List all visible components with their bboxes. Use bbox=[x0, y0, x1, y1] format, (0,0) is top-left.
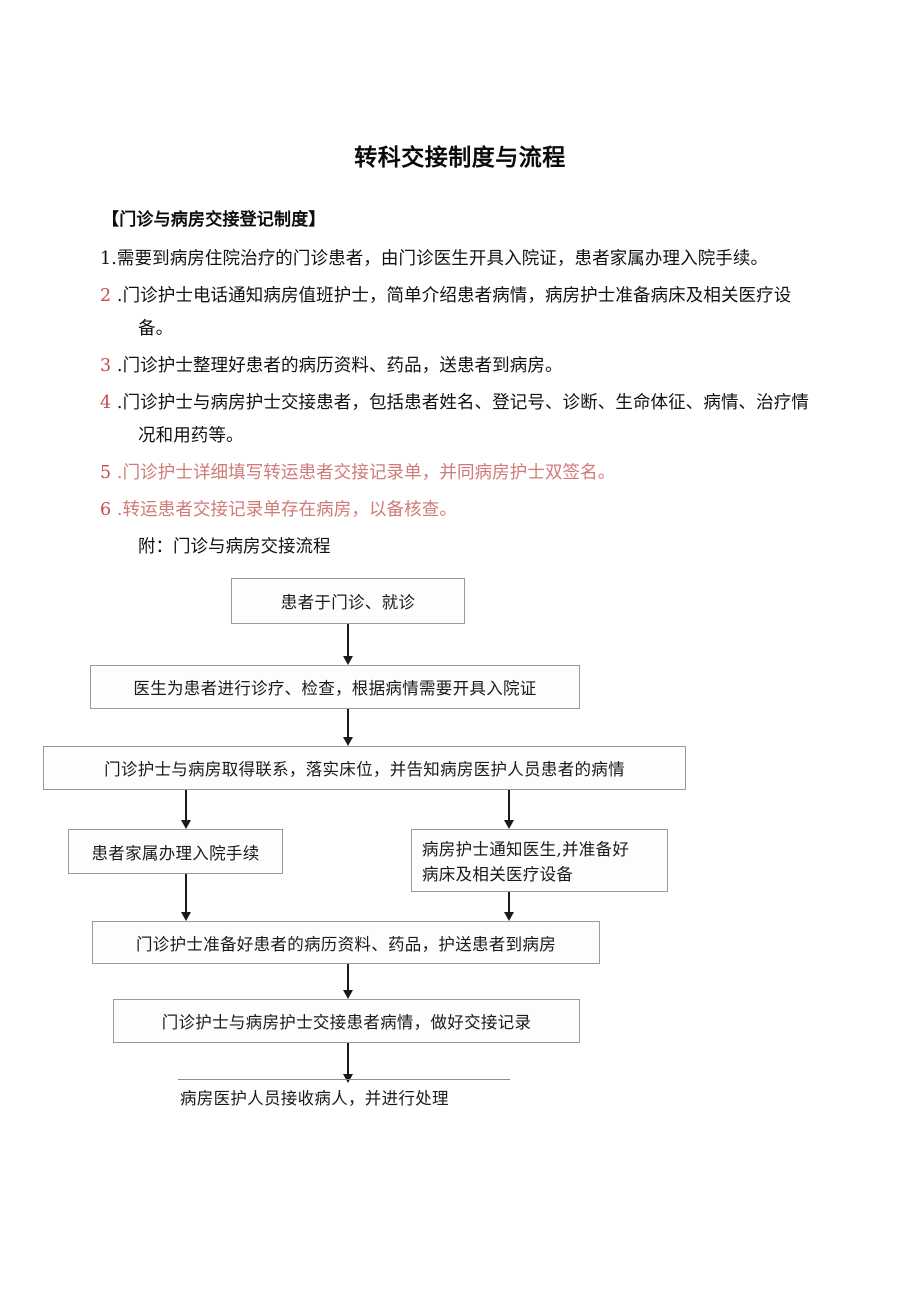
list-item-separator: . bbox=[111, 286, 123, 306]
flow-final-divider bbox=[178, 1079, 510, 1081]
list-item-text: 门诊护士详细填写转运患者交接记录单，并同病房护士双签名。 bbox=[122, 463, 616, 483]
flow-connector-1 bbox=[347, 624, 349, 659]
flow-arrowhead-4 bbox=[180, 912, 191, 921]
page-title: 转科交接制度与流程 bbox=[354, 145, 566, 171]
list-item-separator: . bbox=[111, 393, 123, 413]
flow-arrowhead-2 bbox=[342, 737, 353, 746]
flow-connector-3-right bbox=[508, 790, 510, 823]
flow-node-ward-nurse-prepare-line1: 病房护士通知医生,并准备好 bbox=[422, 840, 630, 859]
list-item-marker: 5 bbox=[100, 463, 112, 483]
flow-connector-7 bbox=[347, 1043, 349, 1077]
flow-node-ward-receive-patient: 病房医护人员接收病人，并进行处理 bbox=[180, 1089, 449, 1108]
list-item: 5 .门诊护士详细填写转运患者交接记录单，并同病房护士双签名。 bbox=[100, 457, 820, 490]
flow-arrowhead-6 bbox=[342, 990, 353, 999]
flow-node-patient-visit: 患者于门诊、就诊 bbox=[231, 578, 465, 624]
flow-connector-4 bbox=[185, 874, 187, 915]
appendix-label: 附：门诊与病房交接流程 bbox=[138, 537, 331, 557]
list-item-text: 门诊护士与病房护士交接患者，包括患者姓名、登记号、诊断、生命体征、病情、治疗情况… bbox=[122, 393, 809, 446]
flow-node-ward-nurse-prepare: 病房护士通知医生,并准备好 病床及相关医疗设备 bbox=[411, 829, 668, 892]
flowchart: 患者于门诊、就诊 医生为患者进行诊疗、检查，根据病情需要开具入院证 门诊护士与病… bbox=[43, 574, 820, 1108]
list-item-text: 门诊护士整理好患者的病历资料、药品，送患者到病房。 bbox=[122, 356, 563, 376]
list-item: 1.需要到病房住院治疗的门诊患者，由门诊医生开具入院证，患者家属办理入院手续。 bbox=[100, 243, 820, 276]
list-item: 2 .门诊护士电话通知病房值班护士，简单介绍患者病情，病房护士准备病床及相关医疗… bbox=[100, 280, 820, 346]
flow-connector-5 bbox=[508, 892, 510, 915]
flow-connector-3-left bbox=[185, 790, 187, 823]
list-item-text: 门诊护士电话通知病房值班护士，简单介绍患者病情，病房护士准备病床及相关医疗设备。 bbox=[122, 286, 792, 339]
list-item-marker: 4 bbox=[100, 393, 112, 413]
list-item: 6 .转运患者交接记录单存在病房，以备核查。 bbox=[100, 494, 820, 527]
flow-arrowhead-3-right bbox=[503, 820, 514, 829]
flow-arrowhead-5 bbox=[503, 912, 514, 921]
flow-connector-6 bbox=[347, 964, 349, 993]
flow-node-prepare-records: 门诊护士准备好患者的病历资料、药品，护送患者到病房 bbox=[92, 921, 600, 964]
list-item-marker: 3 bbox=[100, 356, 112, 376]
flow-node-doctor-exam: 医生为患者进行诊疗、检查，根据病情需要开具入院证 bbox=[90, 665, 580, 709]
list-item-separator: . bbox=[111, 249, 117, 269]
list-item-text: 需要到病房住院治疗的门诊患者，由门诊医生开具入院证，患者家属办理入院手续。 bbox=[116, 249, 769, 269]
flow-arrowhead-3-left bbox=[180, 820, 191, 829]
flow-arrowhead-1 bbox=[342, 656, 353, 665]
flow-node-ward-nurse-prepare-line2: 病床及相关医疗设备 bbox=[422, 865, 574, 884]
list-item-marker: 6 bbox=[100, 500, 112, 520]
section-heading: 【门诊与病房交接登记制度】 bbox=[102, 210, 326, 230]
flow-connector-2 bbox=[347, 709, 349, 740]
list-item: 3 .门诊护士整理好患者的病历资料、药品，送患者到病房。 bbox=[100, 350, 820, 383]
list-item-separator: . bbox=[111, 463, 123, 483]
list-item-separator: . bbox=[111, 356, 123, 376]
list-item-separator: . bbox=[111, 500, 123, 520]
flow-node-handover-record: 门诊护士与病房护士交接患者病情，做好交接记录 bbox=[113, 999, 580, 1043]
list-item-marker: 2 bbox=[100, 286, 112, 306]
flow-node-family-admission: 患者家属办理入院手续 bbox=[68, 829, 283, 874]
list-item-text: 转运患者交接记录单存在病房，以备核查。 bbox=[122, 500, 457, 520]
list-item: 4 .门诊护士与病房护士交接患者，包括患者姓名、登记号、诊断、生命体征、病情、治… bbox=[100, 387, 820, 453]
rules-list: 1.需要到病房住院治疗的门诊患者，由门诊医生开具入院证，患者家属办理入院手续。 … bbox=[100, 230, 820, 527]
flow-arrowhead-7 bbox=[342, 1074, 353, 1083]
flow-node-nurse-contact-ward: 门诊护士与病房取得联系，落实床位，并告知病房医护人员患者的病情 bbox=[43, 746, 686, 790]
list-item-marker: 1 bbox=[100, 249, 112, 269]
